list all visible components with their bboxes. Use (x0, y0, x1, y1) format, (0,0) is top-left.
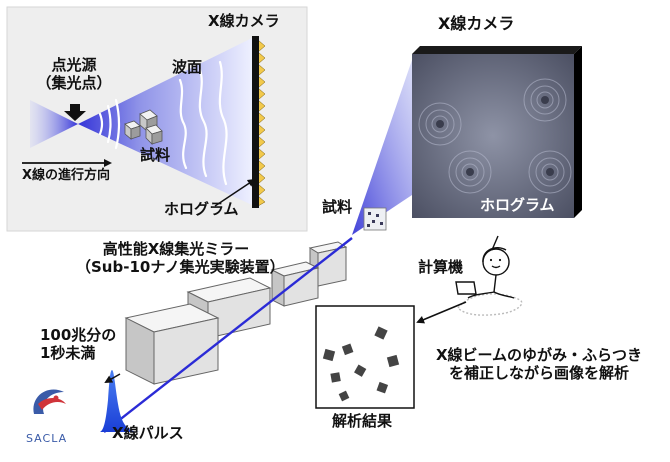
mirror-line1: 高性能X線集光ミラー (76, 240, 276, 258)
mirror-label: 高性能X線集光ミラー （Sub-10ナノ集光実験装置） (76, 240, 276, 276)
computer-person (456, 236, 522, 315)
result-cube (330, 372, 340, 382)
inset-sample-label: 試料 (140, 146, 170, 164)
inset-hologram-label: ホログラム (164, 200, 239, 218)
mirror-line2: （Sub-10ナノ集光実験装置） (76, 258, 276, 276)
analysis-line1: X線ビームのゆがみ・ふらつき (420, 346, 658, 364)
pulse-time-line1: 100兆分の (40, 326, 116, 344)
wavefront-label: 波面 (172, 58, 202, 76)
computer-label: 計算機 (418, 258, 463, 276)
hologram-spot (541, 96, 549, 104)
point-source-line1: 点光源 (24, 56, 124, 74)
main-hologram-label: ホログラム (480, 196, 555, 214)
inset-panel (7, 7, 307, 231)
point-source-label: 点光源 （集光点） (24, 56, 124, 92)
direction-label: X線の進行方向 (22, 168, 110, 184)
main-camera-label: X線カメラ (438, 14, 514, 33)
camera-side-face (574, 46, 582, 218)
pulse-time-line2: 1秒未満 (40, 344, 116, 362)
main-sample (364, 208, 386, 230)
analysis-arrow (418, 302, 466, 322)
hologram-spot (546, 168, 554, 176)
pulse-label: X線パルス (112, 424, 184, 442)
camera-top-face (412, 46, 582, 54)
inset-camera-label: X線カメラ (208, 12, 280, 30)
inset-camera-detector (252, 36, 259, 208)
person-head (483, 249, 509, 275)
sacla-logo (33, 389, 66, 414)
point-source-line2: （集光点） (24, 74, 124, 92)
hologram-spot (436, 120, 444, 128)
main-sample-label: 試料 (322, 198, 352, 216)
result-box (316, 306, 414, 408)
result-label: 解析結果 (332, 412, 392, 430)
laptop (456, 282, 476, 294)
pulse-time-label: 100兆分の 1秒未満 (40, 326, 116, 362)
logo-dot (54, 396, 59, 401)
analysis-line2: を補正しながら画像を解析 (420, 364, 658, 382)
analysis-label: X線ビームのゆがみ・ふらつき を補正しながら画像を解析 (420, 346, 658, 382)
hologram-spot (466, 168, 474, 176)
sacla-logo-text: SACLA (26, 432, 67, 445)
main-camera (412, 46, 582, 218)
